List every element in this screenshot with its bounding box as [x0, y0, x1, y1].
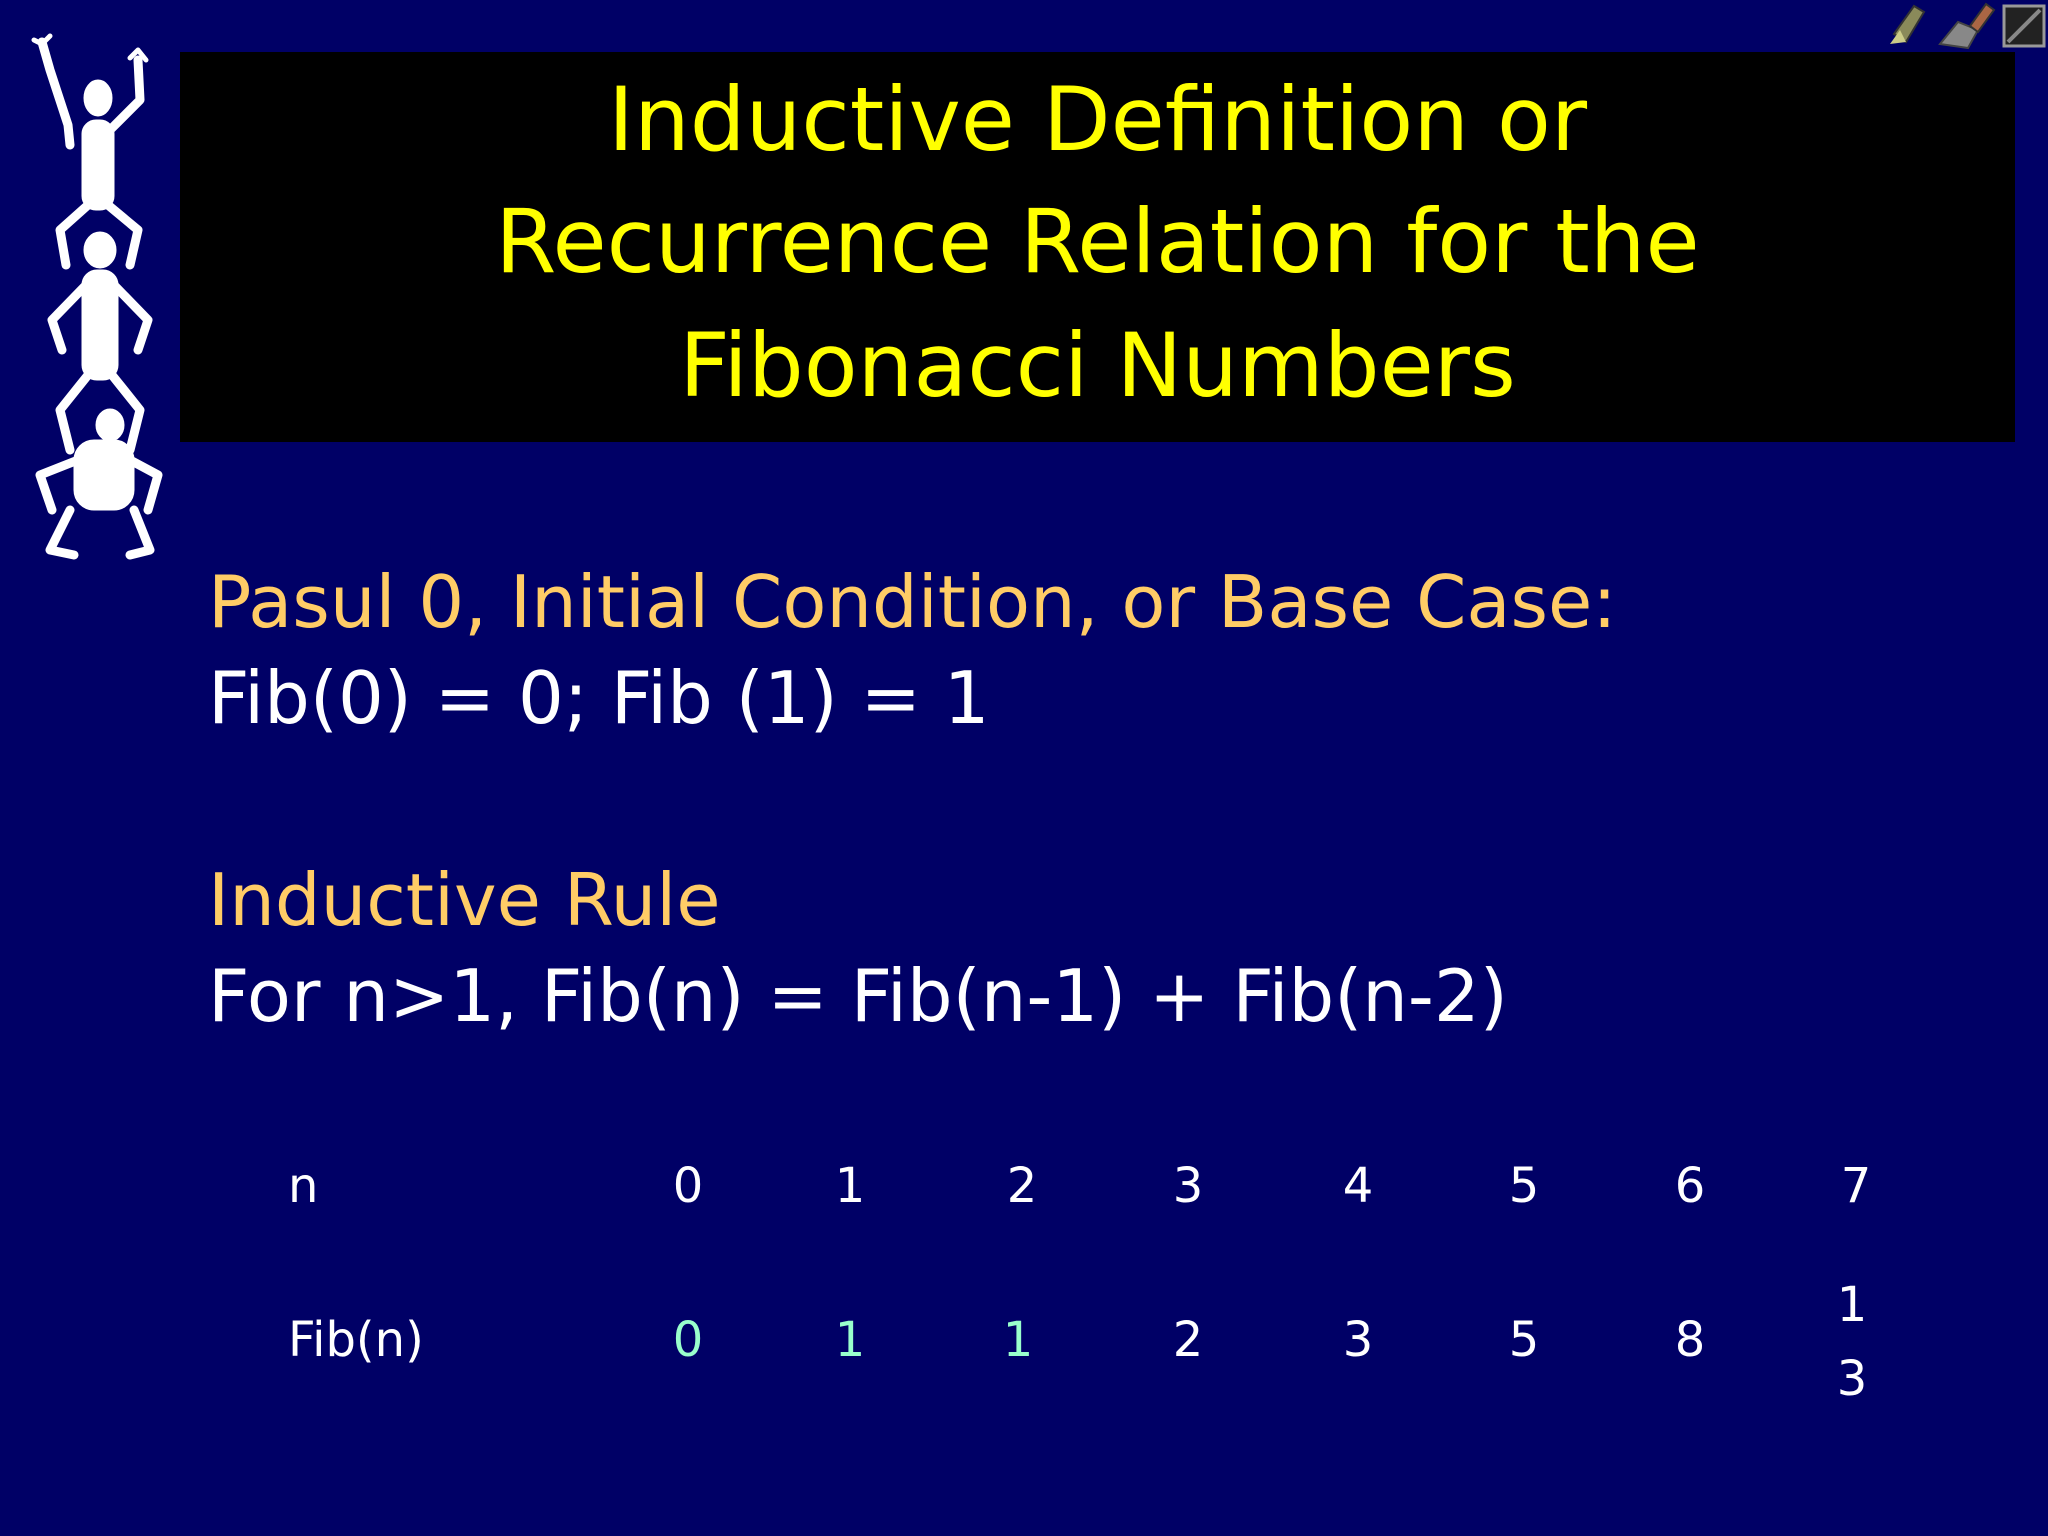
fib-value: 2: [1172, 1312, 1204, 1368]
screen-icon[interactable]: [2002, 4, 2046, 48]
pen-icon[interactable]: [1890, 4, 1926, 44]
inductive-rule-body: For n>1, Fib(n) = Fib(n-1) + Fib(n-2): [208, 954, 1508, 1038]
n-value: 3: [1172, 1158, 1204, 1214]
n-value: 7: [1840, 1158, 1872, 1214]
fib-value: 0: [672, 1312, 704, 1368]
row-fib-label: Fib(n): [288, 1312, 424, 1368]
slide-title-line-2: Recurrence Relation for the: [495, 190, 1700, 293]
n-value: 4: [1342, 1158, 1374, 1214]
fib-value-wrapped: 1 3: [1822, 1268, 1882, 1416]
fib-value: 1: [1002, 1312, 1034, 1368]
slide-title-line-1: Inductive Definition or: [608, 68, 1587, 171]
base-case-body: Fib(0) = 0; Fib (1) = 1: [208, 656, 990, 740]
fib-value: 3: [1342, 1312, 1374, 1368]
fib-value: 1: [834, 1312, 866, 1368]
n-value: 0: [672, 1158, 704, 1214]
n-value: 6: [1674, 1158, 1706, 1214]
row-n-label: n: [288, 1158, 319, 1214]
base-case-heading: Pasul 0, Initial Condition, or Base Case…: [208, 560, 1617, 644]
inductive-rule-heading: Inductive Rule: [208, 858, 721, 942]
title-box: Inductive Definition or Recurrence Relat…: [180, 52, 2015, 442]
slide-title-line-3: Fibonacci Numbers: [679, 314, 1516, 417]
fib-value-digit: 3: [1836, 1351, 1868, 1407]
toolbar-icons: [1890, 2, 2046, 50]
acrobat-figures-logo-icon: [31, 33, 163, 560]
fib-value: 5: [1508, 1312, 1540, 1368]
eraser-icon[interactable]: [1938, 2, 1996, 50]
n-value: 1: [834, 1158, 866, 1214]
fib-value: 8: [1674, 1312, 1706, 1368]
n-value: 2: [1006, 1158, 1038, 1214]
n-value: 5: [1508, 1158, 1540, 1214]
fib-value-digit: 1: [1836, 1277, 1868, 1333]
